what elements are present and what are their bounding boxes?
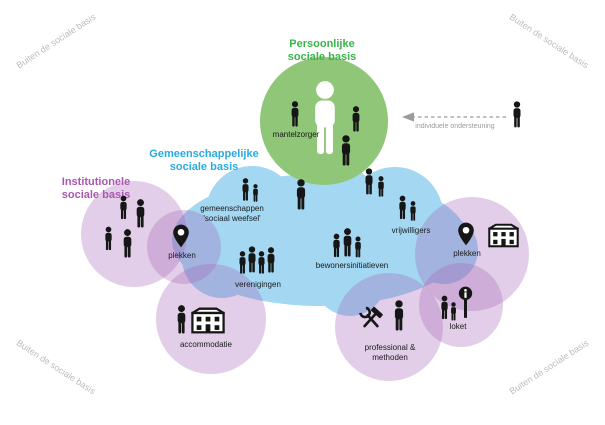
institutional-region	[81, 181, 529, 381]
plekken-left-label: plekken	[168, 251, 196, 260]
verenigingen-label: verenigingen	[235, 280, 281, 289]
person-icon	[238, 251, 247, 274]
professional-label: professional & methoden	[364, 343, 416, 362]
person-icon	[409, 201, 417, 221]
person-icon	[440, 295, 449, 320]
person-icon	[342, 228, 353, 257]
building-icon	[191, 307, 225, 334]
person-icon	[377, 176, 385, 197]
person-icon	[398, 195, 407, 220]
person-icon	[311, 80, 339, 156]
person-icon	[290, 101, 300, 127]
person-icon	[119, 195, 128, 220]
loket-label: loket	[449, 322, 467, 331]
institutional-title: Institutionele sociale basis	[61, 176, 131, 201]
bewonersinitiatieven-label: bewonersinitiatieven	[315, 261, 389, 270]
person-icon	[266, 247, 276, 273]
person-icon	[176, 305, 187, 334]
building-icon	[488, 223, 519, 248]
person-icon	[295, 179, 307, 210]
person-icon	[364, 168, 374, 195]
person-icon	[104, 226, 113, 251]
personal-title: Persoonlijke sociale basis	[287, 38, 357, 63]
person-icon	[241, 178, 250, 201]
location-pin-icon	[172, 224, 190, 248]
support-label: individuele ondersteuning	[415, 123, 495, 130]
location-pin-icon	[457, 222, 475, 246]
person-icon	[247, 246, 257, 273]
person-icon	[332, 233, 341, 258]
person-icon	[450, 302, 457, 321]
person-icon	[135, 199, 146, 228]
info-icon	[458, 286, 473, 318]
vrijwilligers-label: vrijwilligers	[391, 226, 431, 235]
person-icon	[351, 106, 361, 132]
person-icon	[393, 300, 405, 331]
person-icon	[354, 236, 362, 258]
tools-icon	[357, 305, 385, 333]
person-icon	[512, 101, 522, 128]
mantelzorger-label: mantelzorger	[272, 130, 320, 139]
communal-title: Gemeenschappelijke sociale basis	[149, 148, 259, 173]
gemeenschappen-label: gemeenschappen 'sociaal weefsel'	[200, 204, 264, 223]
person-icon	[257, 251, 266, 274]
support-arrow	[402, 112, 506, 122]
person-icon	[122, 229, 133, 258]
person-icon	[340, 135, 352, 166]
accommodatie-label: accommodatie	[179, 340, 233, 349]
person-icon	[252, 184, 259, 202]
plekken-right-label: plekken	[453, 249, 481, 258]
